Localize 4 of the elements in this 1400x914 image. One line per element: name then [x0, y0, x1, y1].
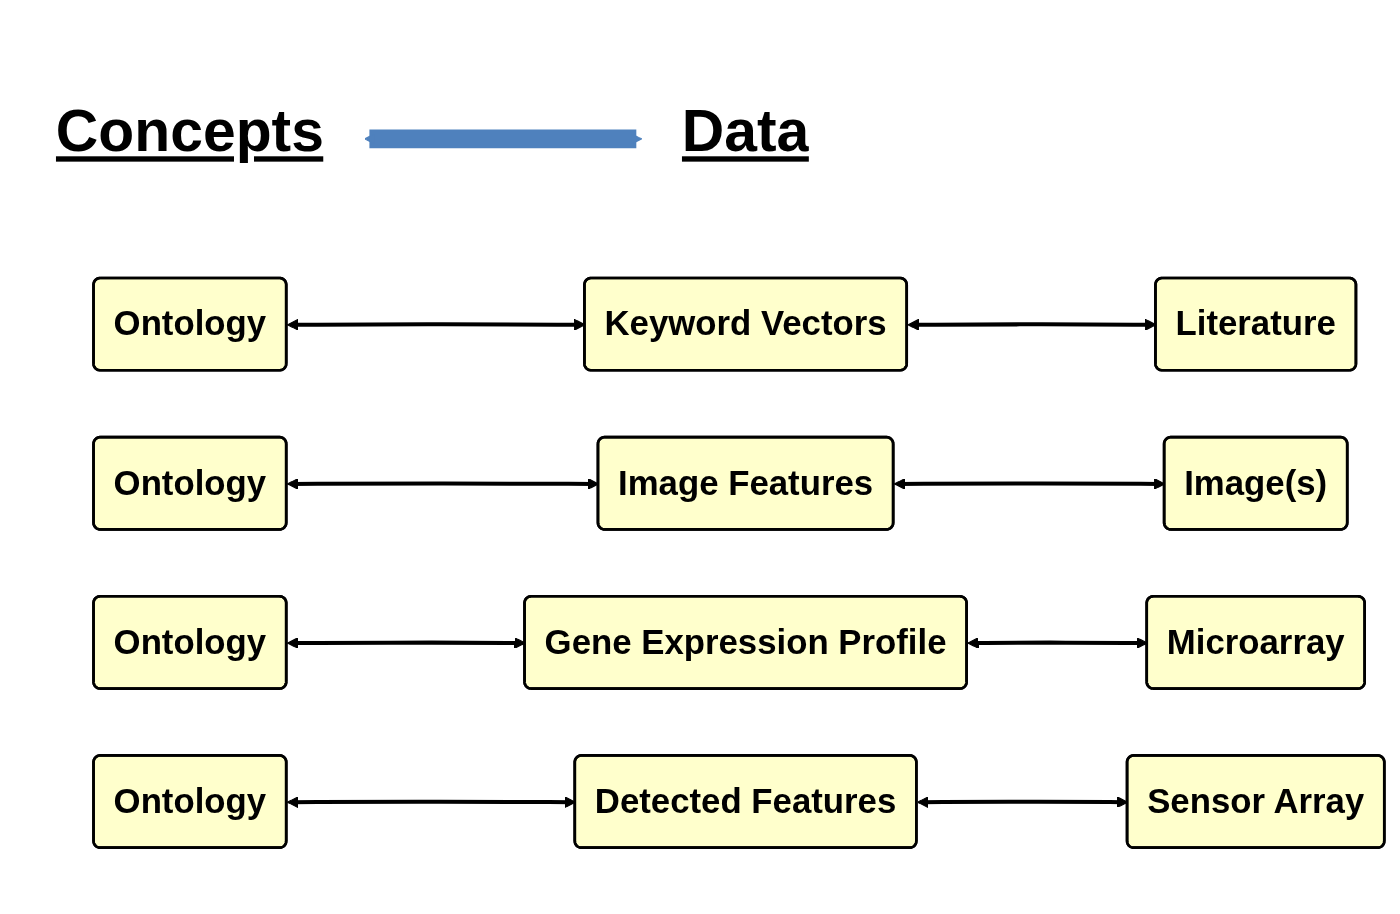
node-text: Concepts: [55, 97, 324, 163]
arrow: [364, 129, 643, 149]
diagram: Concepts Data Ontology Keyword Vectors Literature Ontology Image Features Image(s) Ontology Gene Expression Profile Microarray Ontology Detected Features Sensor Array: [5, 55, 1395, 859]
node-text: Data: [681, 97, 810, 163]
